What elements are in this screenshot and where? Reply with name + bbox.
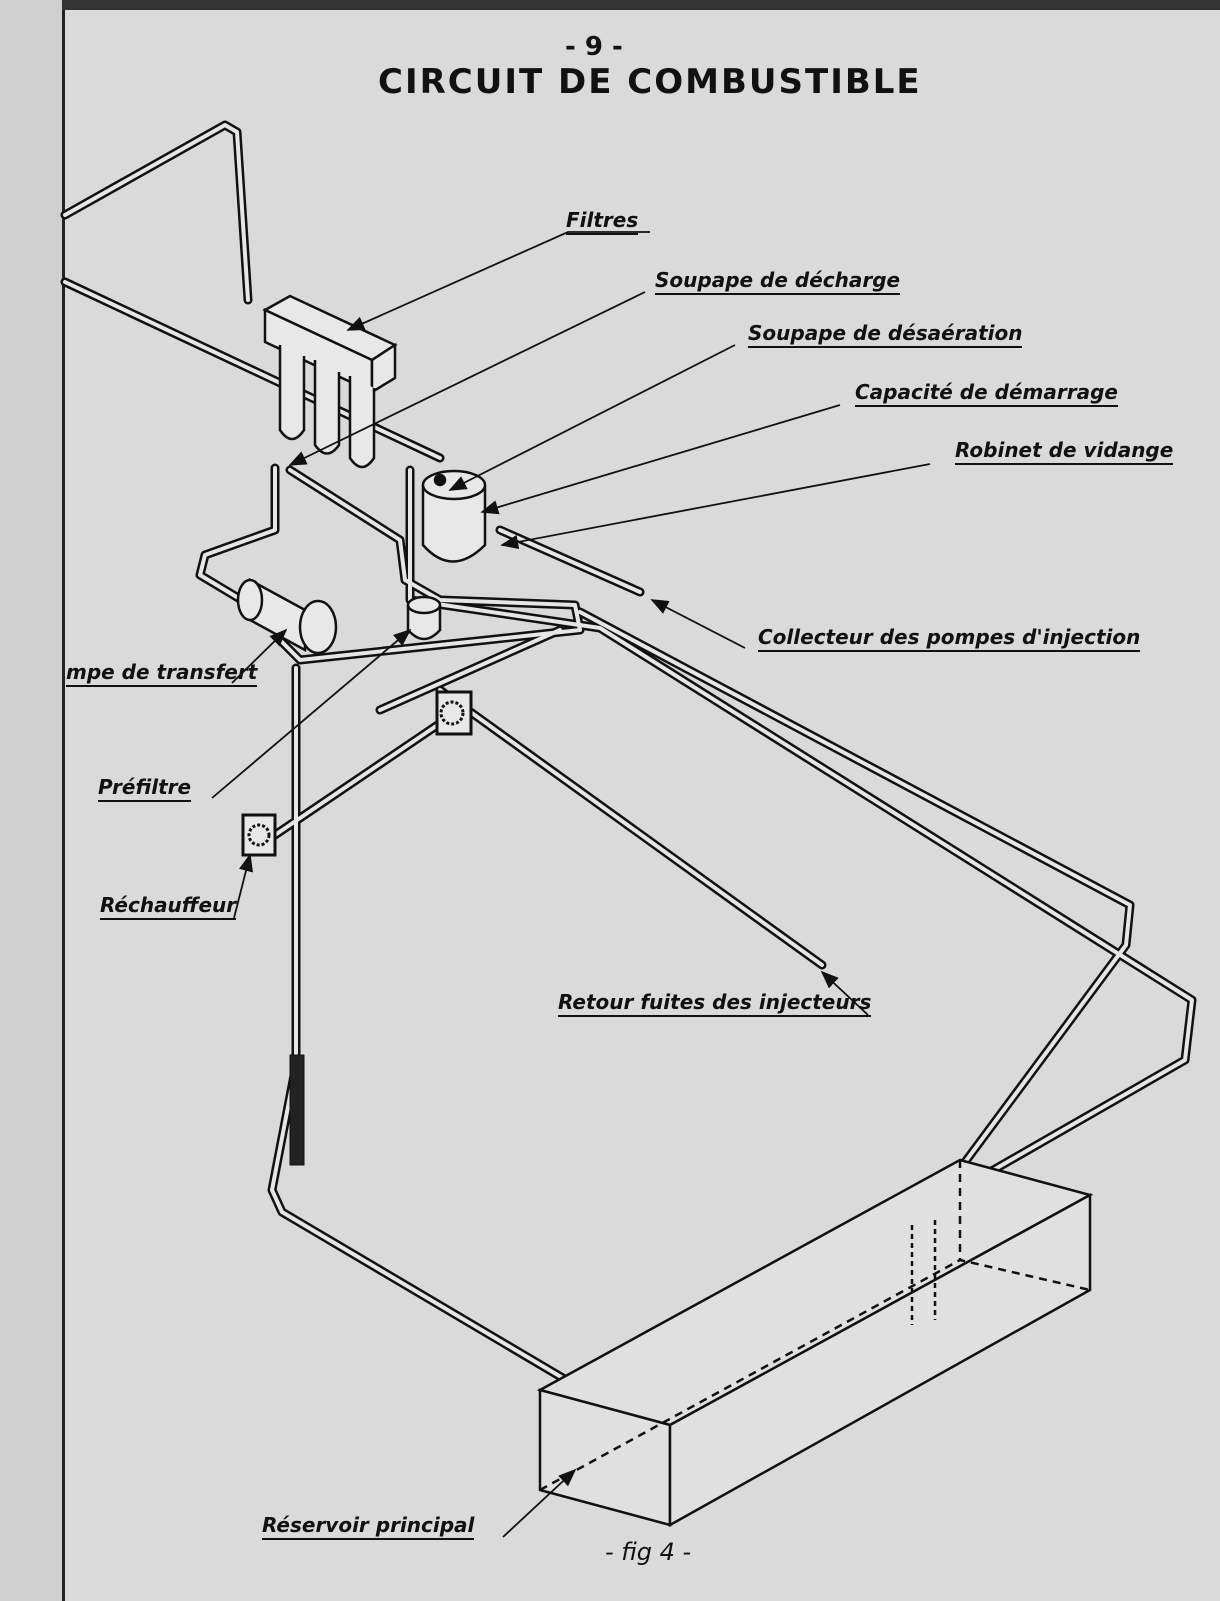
label-deaeration-valve: Soupape de désaération: [748, 321, 1023, 348]
label-main-tank: Réservoir principal: [262, 1513, 475, 1540]
starting-capacity-tank: [421, 469, 487, 563]
label-starting-capacity: Capacité de démarrage: [855, 380, 1118, 407]
label-relief-valve: Soupape de décharge: [655, 268, 901, 295]
page-number: - 9 -: [565, 32, 623, 62]
label-prefilter: Préfiltre: [98, 775, 192, 802]
filters: [262, 294, 398, 469]
prefilter: [406, 595, 442, 641]
label-transfer-pump: mpe de transfert: [66, 660, 258, 687]
page-title: CIRCUIT DE COMBUSTIBLE: [378, 62, 922, 102]
label-injector-leak-return: Retour fuites des injecteurs: [558, 990, 872, 1017]
leader-lines: [211, 231, 931, 1538]
figure-caption: - fig 4 -: [605, 1538, 692, 1566]
label-drain-cock: Robinet de vidange: [955, 438, 1174, 465]
label-injection-pump-manifold: Collecteur des pompes d'injection: [758, 625, 1141, 652]
main-tank: [536, 1158, 1094, 1528]
page-top-edge: [62, 0, 1220, 10]
label-heater: Réchauffeur: [100, 893, 237, 920]
pipes-inner: [63, 123, 1194, 1402]
label-filters: Filtres: [566, 208, 639, 235]
page-binding-margin: [0, 0, 65, 1601]
flexible-hose: [289, 1054, 305, 1166]
transfer-pump: [236, 577, 338, 655]
